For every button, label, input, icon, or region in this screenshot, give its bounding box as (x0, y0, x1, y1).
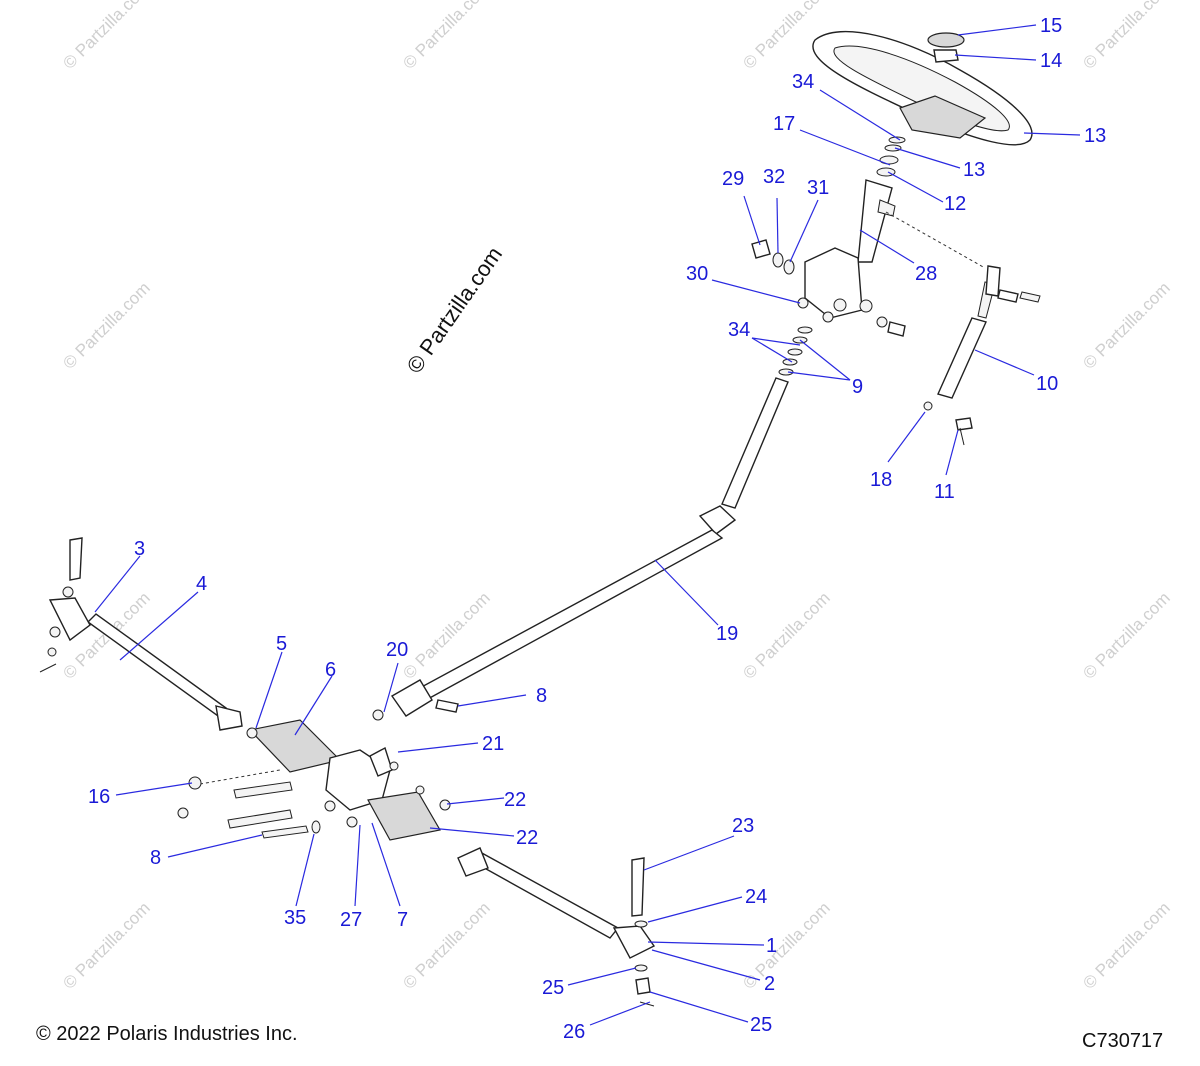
watermark-tile: © Partzilla.com (399, 898, 493, 992)
callout-23: 22 (516, 827, 538, 849)
callout-18: 17 (773, 113, 795, 135)
callout-4: 4 (196, 573, 207, 595)
center-watermark: © Partzilla.com (402, 242, 508, 378)
callout-26: 25 (750, 1014, 772, 1036)
callout-2: 2 (764, 973, 775, 995)
column-bracket (804, 247, 863, 319)
watermark-tile: © Partzilla.com (1079, 898, 1173, 992)
callout-27: 26 (563, 1021, 585, 1043)
callout-7: 7 (397, 909, 408, 931)
right-tie-rod (468, 851, 620, 939)
callout-34: 34 (792, 71, 814, 93)
callout-labels: 15 14 13 34 17 13 12 29 32 31 28 30 34 9… (88, 15, 1106, 1043)
lower-u-joint (390, 679, 433, 717)
callout-30: 29 (722, 168, 744, 190)
callout-21: 20 (386, 639, 408, 661)
copyright-notice: © 2022 Polaris Industries Inc. (36, 1023, 298, 1045)
upper-shaft (721, 377, 789, 509)
callout-34-lower: 34 (728, 319, 750, 341)
watermark-tile: © Partzilla.com (1079, 278, 1173, 372)
parts-artwork (39, 30, 1041, 1007)
steering-rack (248, 719, 451, 841)
watermark-tile: © Partzilla.com (399, 0, 493, 73)
callout-3: 3 (134, 538, 145, 560)
watermark-tile: © Partzilla.com (1079, 0, 1173, 73)
callout-24: 23 (732, 815, 754, 837)
callout-28: 27 (340, 909, 362, 931)
callout-33: 32 (763, 166, 785, 188)
callout-14: 13 (1084, 125, 1106, 147)
callout-25-lower: 25 (542, 977, 564, 999)
callout-15: 14 (1040, 50, 1062, 72)
callout-22: 21 (482, 733, 504, 755)
callout-13: 13 (963, 159, 985, 181)
right-boot (367, 791, 441, 841)
watermark-tile: © Partzilla.com (59, 0, 153, 73)
left-tie-rod (86, 613, 228, 717)
callout-12: 12 (944, 193, 966, 215)
left-tie-rod-end (48, 597, 91, 642)
callout-35: 35 (284, 907, 306, 929)
watermark-tile: © Partzilla.com (59, 278, 153, 372)
wheel-nut (933, 49, 959, 63)
steering-wheel (812, 30, 1033, 146)
drawing-number: C730717 (1082, 1030, 1163, 1052)
callout-10: 10 (1036, 373, 1058, 395)
callout-22-lower: 22 (504, 789, 526, 811)
column-tube (857, 179, 893, 263)
tilt-strut (937, 317, 987, 399)
callout-11: 11 (934, 481, 955, 503)
center-cap (927, 32, 965, 48)
callout-29: 28 (915, 263, 937, 285)
watermark-tile: © Partzilla.com (739, 588, 833, 682)
watermark-tile: © Partzilla.com (1079, 588, 1173, 682)
callout-25: 24 (745, 886, 767, 908)
callout-32: 31 (807, 177, 829, 199)
left-boot (248, 719, 342, 773)
callout-8: 8 (150, 847, 161, 869)
upper-u-joint (698, 505, 737, 535)
callout-1: 1 (766, 935, 777, 957)
leader-lines (94, 24, 1081, 1026)
right-tie-rod-end (612, 925, 656, 959)
watermark-tile: © Partzilla.com (59, 898, 153, 992)
callout-19: 18 (870, 469, 892, 491)
callout-17: 16 (88, 786, 110, 808)
callout-9: 8 (536, 685, 547, 707)
callout-16: 15 (1040, 15, 1062, 37)
callout-5: 5 (276, 633, 287, 655)
callout-31: 30 (686, 263, 708, 285)
callout-6: 6 (325, 659, 336, 681)
callout-13-lower: 9 (852, 376, 863, 398)
callout-20: 19 (716, 623, 738, 645)
